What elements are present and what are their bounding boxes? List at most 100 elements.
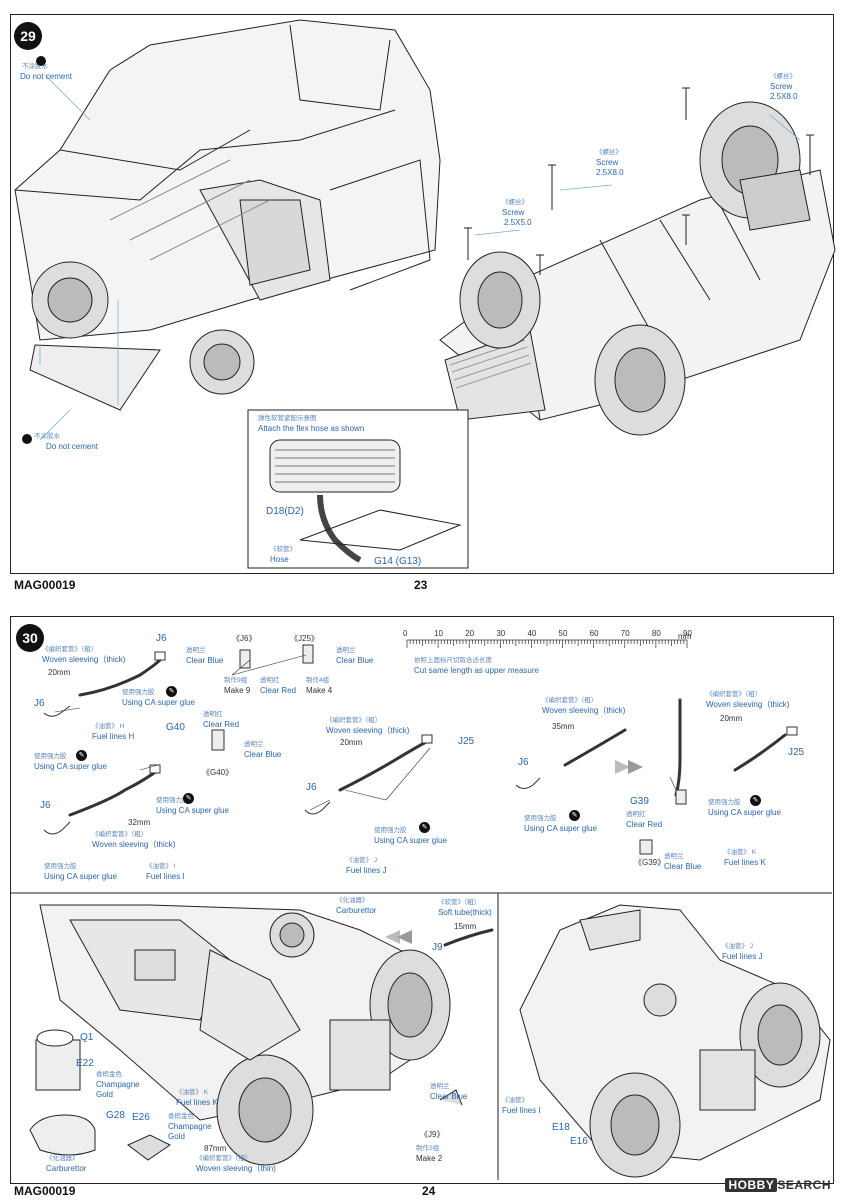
fuel-lines-k-lower: 《油管》 K Fuel lines K — [176, 1089, 218, 1107]
length-15mm: 15mm — [454, 922, 477, 931]
part-e26: E26 — [132, 1112, 150, 1123]
part-e18: E18 — [552, 1122, 570, 1133]
part-e16: E16 — [570, 1136, 588, 1147]
glue-label-3: 使用强力胶 Using CA super glue — [156, 797, 229, 815]
step-30-number: 30 — [22, 630, 38, 646]
part-g40: G40 — [166, 722, 185, 733]
part-g39: G39 — [630, 796, 649, 807]
clear-blue-5: 透明兰 Clear Blue — [430, 1083, 468, 1101]
clear-red-1: 透明红 Clear Red — [260, 677, 297, 695]
inset-title: 弹性软管紧配示意图 Attach the flex hose as shown — [258, 415, 365, 433]
part-g28: G28 — [106, 1110, 125, 1121]
glue-label-1: 使用强力胶 Using CA super glue — [122, 689, 195, 707]
ruler-note: 依照上面标尺切取合适长度 Cut same length as upper me… — [414, 657, 539, 675]
clear-blue-3: 透明兰 Clear Blue — [244, 741, 282, 759]
engine-bay-right-drawing — [519, 904, 831, 1178]
length-32mm: 32mm — [128, 818, 151, 827]
chassis-drawing — [439, 101, 836, 436]
part-e22: E22 — [76, 1058, 94, 1069]
part-j9: J9 — [432, 942, 443, 953]
no-cement-icon — [22, 434, 32, 444]
fuel-lines-j-center: 《油管》 J Fuel lines J — [346, 857, 387, 875]
watermark-suffix: SEARCH — [777, 1178, 831, 1192]
make-9: 制作9组 Make 9 — [224, 677, 251, 695]
footer-code-top: MAG00019 — [14, 578, 76, 592]
watermark-brand: HOBBY — [725, 1178, 778, 1192]
ruler-tick-label: 30 — [496, 629, 506, 638]
glue-icon: ✎ — [166, 686, 177, 697]
glue-label-2: 使用强力胶 Using CA super glue — [34, 753, 107, 771]
carburettor-label-1: 《化油器》 Carburettor — [336, 897, 377, 915]
ruler-tick-label: 10 — [434, 629, 444, 638]
woven-sleeving-label-3: 《编织套管》（粗） Woven sleeving（thick) — [326, 717, 410, 735]
glue-icon: ✎ — [419, 822, 430, 833]
engine-bay-left-drawing — [29, 904, 463, 1166]
ruler-tick-label: 60 — [589, 629, 599, 638]
clear-blue-1: 透明兰 Clear Blue — [186, 647, 224, 665]
make-4: 制作4组 Make 4 — [306, 677, 333, 695]
soft-tube-label: 《软管》（粗） Soft tube(thick) — [438, 899, 492, 917]
clear-red-3: 透明红 Clear Red — [626, 811, 663, 829]
page-number-top: 23 — [414, 578, 428, 592]
length-35mm: 35mm — [552, 722, 575, 731]
screw-label-c: 《螺丝》 Screw 2.5X5.0 — [502, 199, 532, 227]
ruler-tick-label: 20 — [465, 629, 475, 638]
j6-fitting-label: 《J6》 — [232, 634, 257, 643]
part-j6-top: J6 — [156, 633, 167, 644]
g39-fitting-label: 《G39》 — [634, 858, 666, 867]
length-20mm-3: 20mm — [720, 714, 743, 723]
fuel-lines-j-lower: 《油管》 J Fuel lines J — [722, 943, 763, 961]
no-cement-label-1: 不涂胶水 Do not cement — [14, 56, 72, 82]
glue-icon: ✎ — [183, 793, 194, 804]
part-j6-low: J6 — [40, 800, 51, 811]
part-j6-center: J6 — [306, 782, 317, 793]
clear-blue-2: 透明兰 Clear Blue — [336, 647, 374, 665]
part-j6-mid: J6 — [34, 698, 45, 709]
fuel-lines-h: 《油管》 H Fuel lines H — [92, 723, 135, 741]
ruler-tick-label: 50 — [558, 629, 568, 638]
glue-icon: ✎ — [750, 795, 761, 806]
make-2: 制作2组 Make 2 — [416, 1145, 443, 1163]
part-g14: G14 (G13) — [374, 556, 422, 567]
step-29-badge: 29 — [14, 22, 42, 50]
champagne-gold-2: 香槟金色 Champagne Gold — [168, 1113, 212, 1141]
j25-fitting-label: 《J25》 — [290, 634, 319, 643]
screw-label-b: 《螺丝》 Screw 2.5X8.0 — [596, 149, 624, 177]
fuel-lines-i-lower: 《油管》 Fuel lines I — [502, 1097, 541, 1115]
clear-red-2: 透明红 Clear Red — [203, 711, 240, 729]
part-j25-right: J25 — [788, 747, 805, 758]
part-j6-right: J6 — [518, 757, 529, 768]
glue-label-4: 使用强力胶 Using CA super glue — [44, 863, 117, 881]
fuel-lines-k-right: 《油管》 K Fuel lines K — [724, 849, 766, 867]
glue-label-right-2: 使用强力胶 Using CA super glue — [708, 799, 781, 817]
length-20mm-2: 20mm — [340, 738, 363, 747]
screw-label-a: 《螺丝》 Screw 2.5X8.0 — [770, 73, 798, 101]
part-j25-center: J25 — [458, 736, 475, 747]
ruler-tick-label: 90 — [683, 629, 692, 638]
woven-sleeving-thin: 《编织套管》（细） Woven sleeving（thin) — [196, 1155, 276, 1173]
step-30-panel — [10, 616, 834, 1184]
ruler-tick-label: 80 — [651, 629, 661, 638]
radiator-drawing — [269, 439, 462, 563]
ruler-unit: mm — [678, 632, 692, 641]
length-87mm: 87mm — [204, 1144, 227, 1153]
step-29-number: 29 — [20, 28, 36, 44]
car-interior-drawing — [14, 19, 441, 411]
carburettor-label-2: 《化油器》 Carburettor — [46, 1155, 87, 1173]
woven-sleeving-label-1: 《编织套管》（粗） Woven sleeving（thick) — [42, 646, 126, 664]
glue-label-right-1: 使用强力胶 Using CA super glue — [524, 815, 597, 833]
step-30-badge: 30 — [16, 624, 44, 652]
ruler-tick-label: 70 — [620, 629, 630, 638]
ruler-tick-label: 40 — [527, 629, 537, 638]
glue-label-center: 使用强力胶 Using CA super glue — [374, 827, 447, 845]
measure-ruler — [406, 639, 688, 648]
footer-code-bottom: MAG00019 — [14, 1184, 76, 1198]
clear-blue-4: 透明兰 Clear Blue — [664, 853, 702, 871]
page-number-bottom: 24 — [422, 1184, 436, 1198]
glue-icon: ✎ — [76, 750, 87, 761]
ruler-tick-label: 0 — [403, 629, 408, 638]
length-20mm-1: 20mm — [48, 668, 71, 677]
glue-icon: ✎ — [569, 810, 580, 821]
